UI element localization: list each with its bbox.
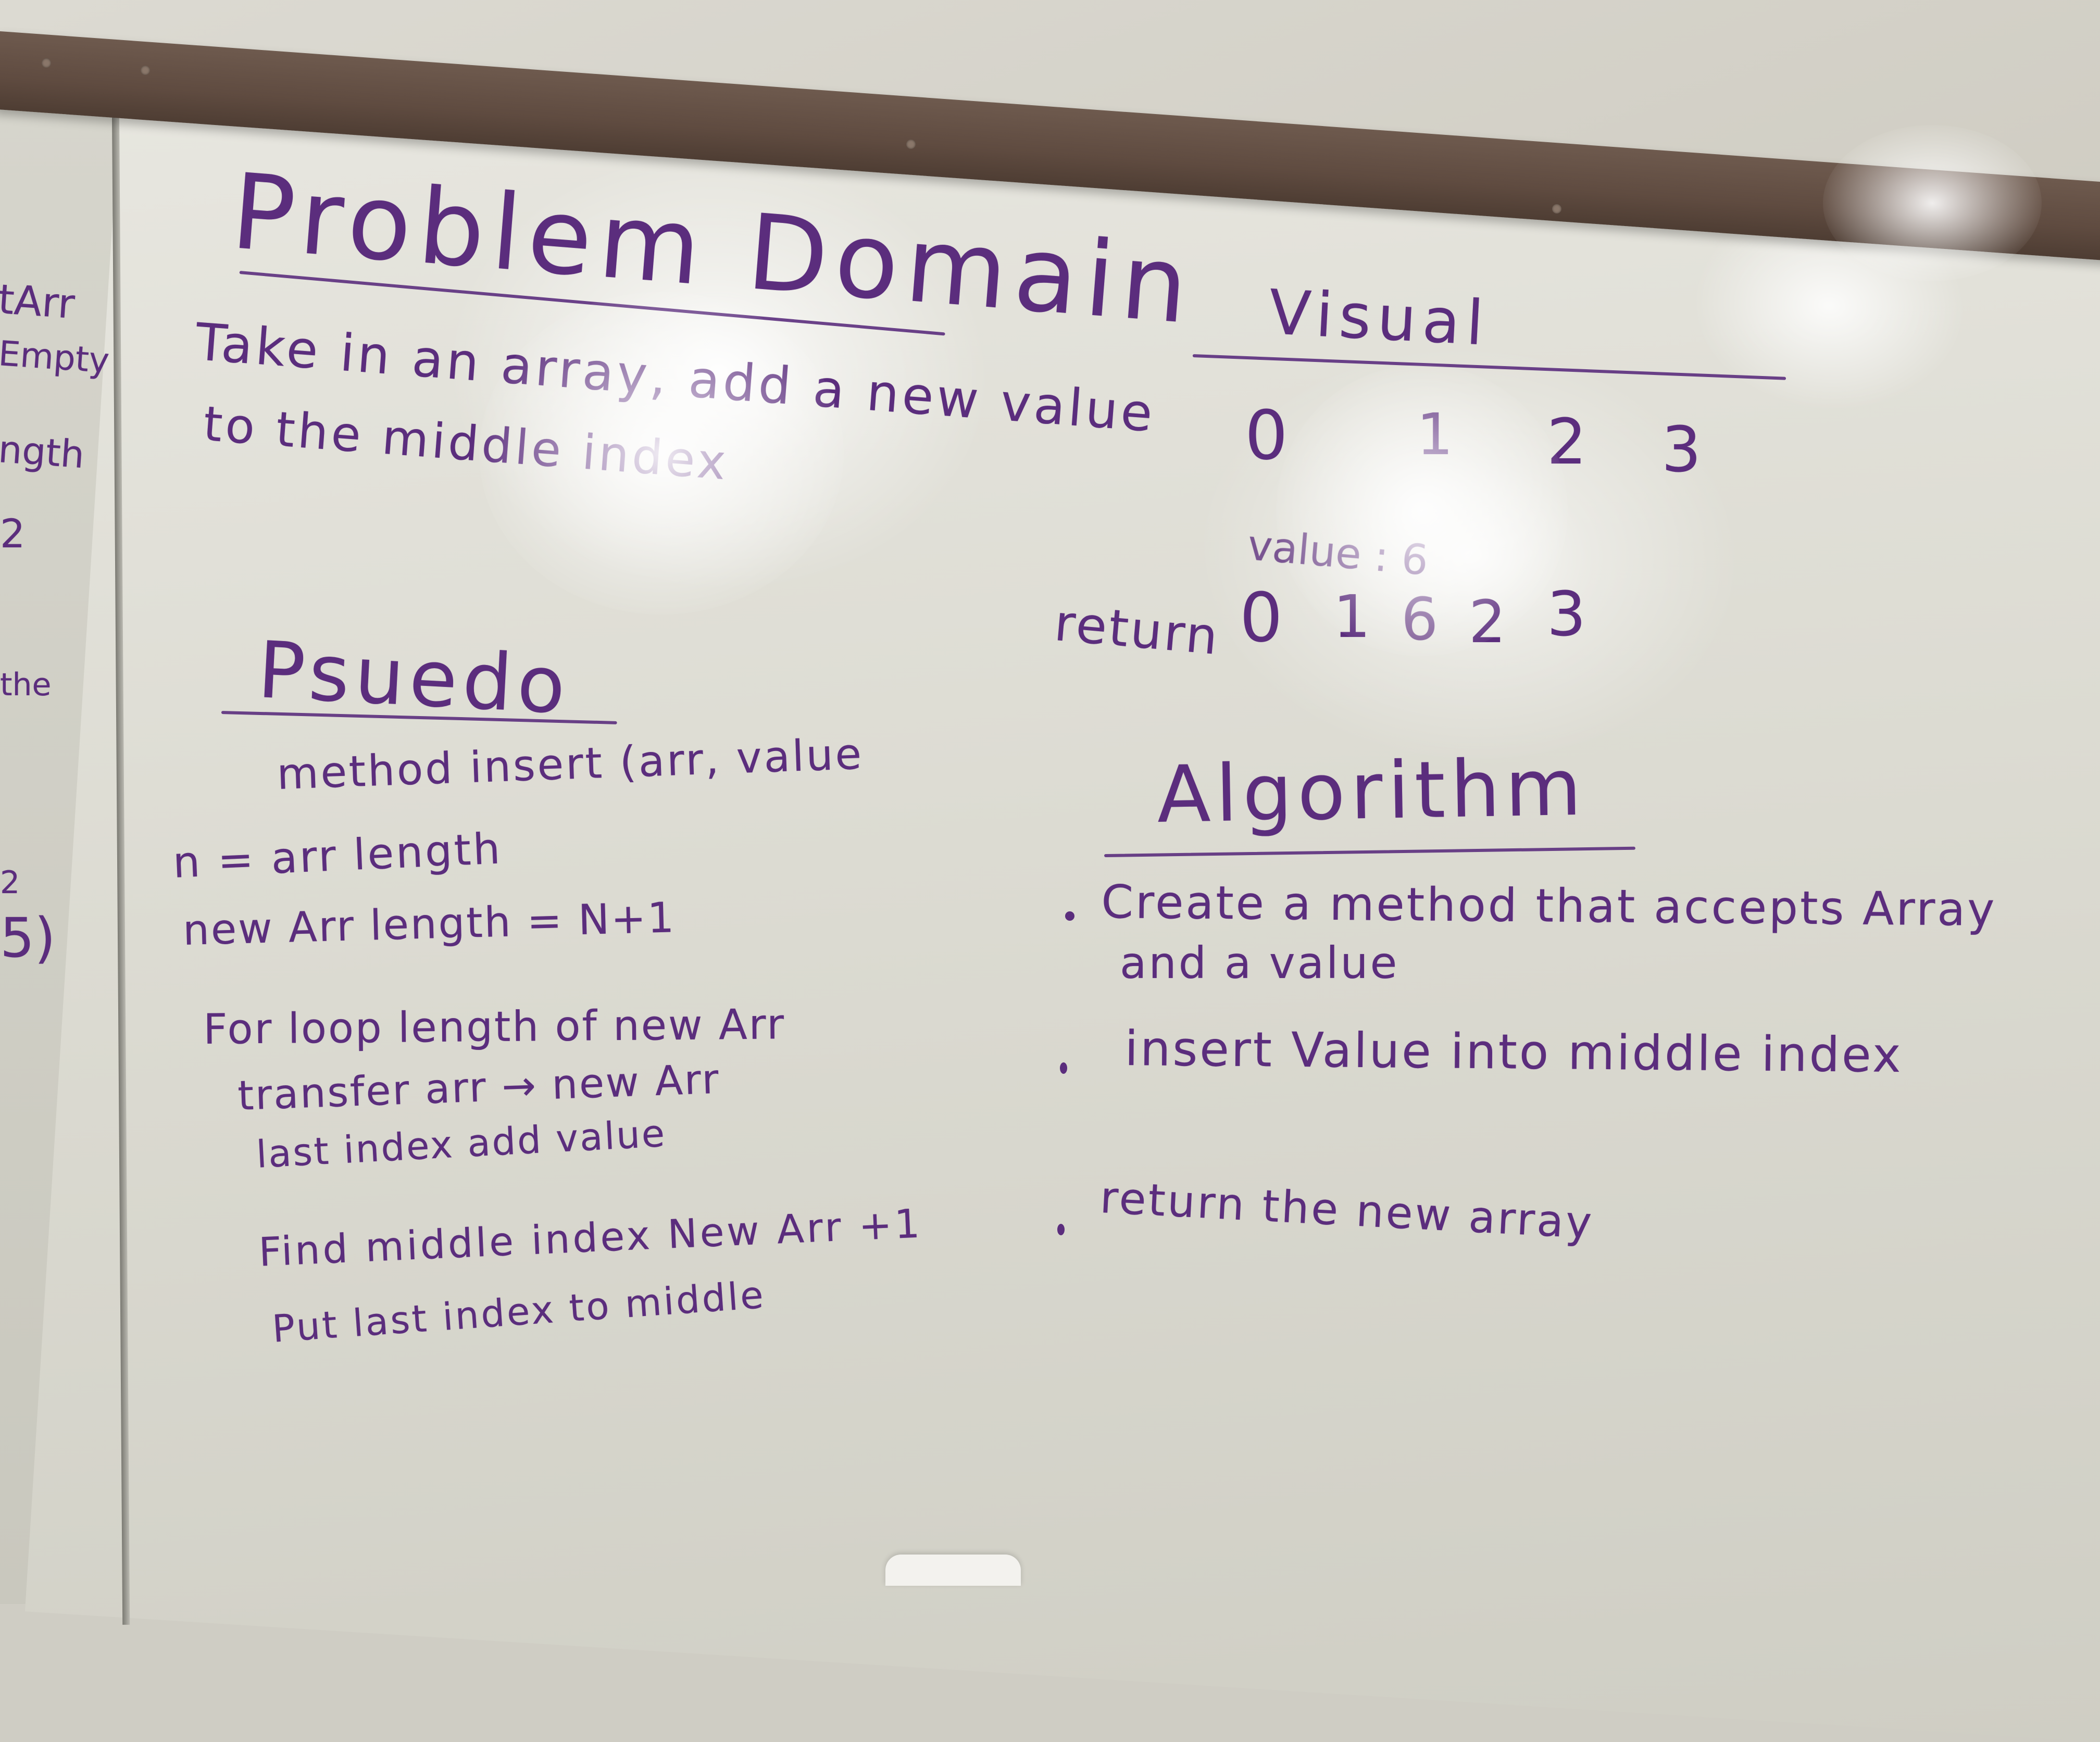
rail-screw	[42, 58, 51, 68]
algorithm-bullet	[1065, 911, 1074, 921]
visual-result-item: 1	[1333, 583, 1371, 651]
algorithm-item: insert Value into middle index	[1124, 1021, 1903, 1084]
rail-screw	[1552, 204, 1561, 214]
visual-heading: Visual	[1267, 276, 1492, 360]
visual-result-item: 0	[1240, 578, 1283, 657]
visual-result-item: 2	[1469, 588, 1506, 656]
rail-screw	[141, 66, 150, 75]
left-fragment: 2	[0, 864, 20, 901]
visual-result-item: 3	[1547, 578, 1586, 650]
visual-index: 3	[1661, 414, 1702, 486]
visual-index: 0	[1245, 396, 1288, 475]
rail-screw	[906, 140, 916, 149]
left-fragment: 5)	[0, 906, 56, 970]
pseudo-line: For loop length of new Arr	[203, 1000, 786, 1054]
left-fragment: the	[0, 667, 52, 703]
algorithm-bullet	[1057, 1224, 1065, 1235]
left-fragment: Empty	[0, 333, 111, 381]
algorithm-heading: Algorithm	[1156, 742, 1588, 841]
visual-index: 2	[1547, 406, 1587, 479]
eraser	[885, 1555, 1021, 1586]
left-fragment: 2	[0, 510, 26, 557]
left-fragment: ngth	[0, 427, 86, 477]
algorithm-bullet	[1060, 1062, 1067, 1074]
visual-result-item: 6	[1401, 586, 1439, 654]
left-fragment: tArr	[0, 276, 77, 329]
algorithm-item: Create a method that accepts Array	[1101, 875, 1997, 936]
algorithm-item: and a value	[1120, 937, 1399, 988]
visual-index: 1	[1417, 401, 1453, 468]
